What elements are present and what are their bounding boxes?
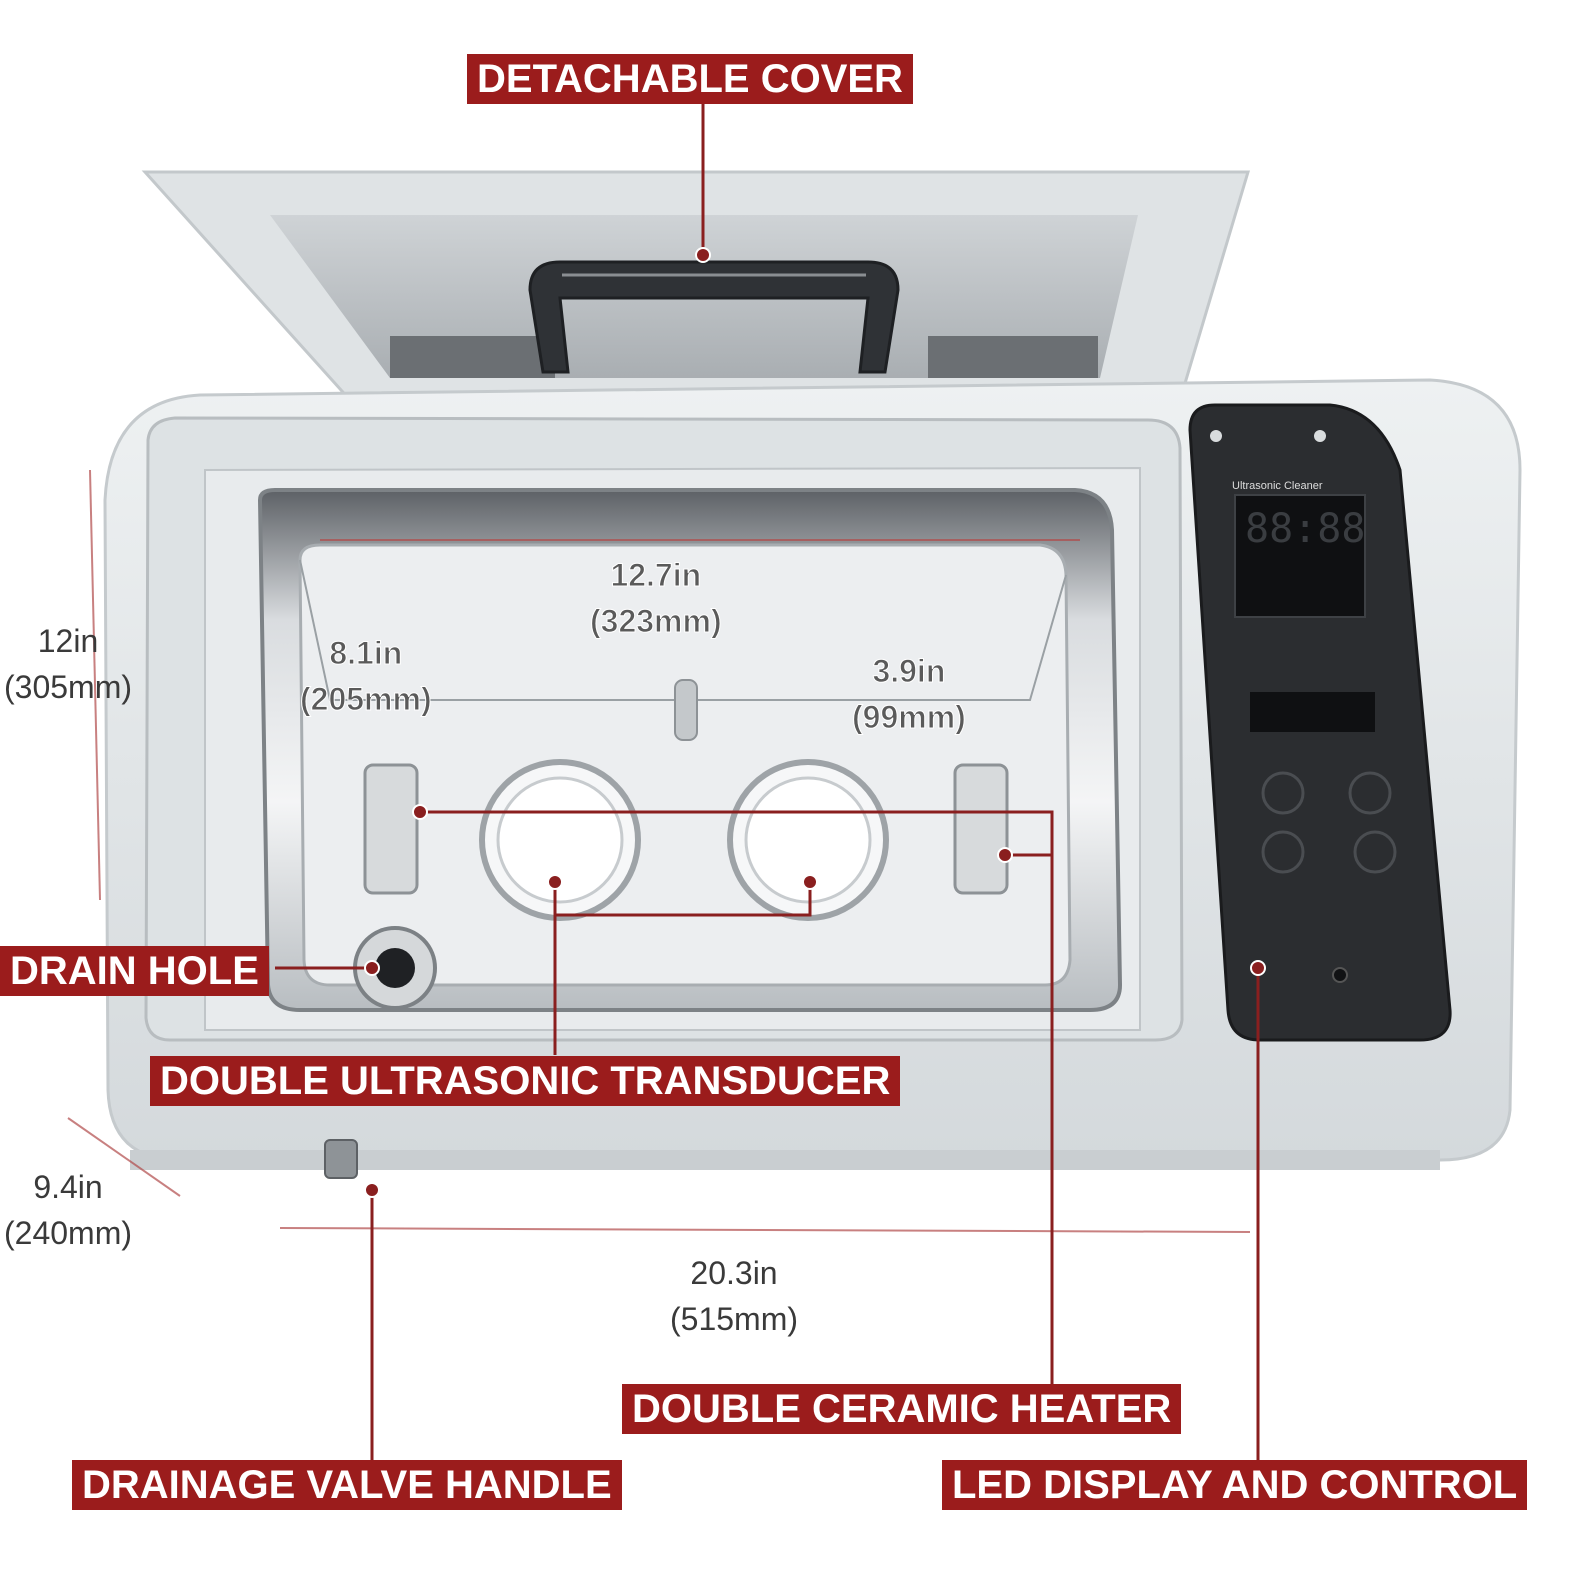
button-power (1261, 830, 1305, 874)
leader-lines (275, 103, 1260, 1475)
dim-tank-depth-in: 3.9in (872, 653, 946, 690)
dim-tank-length-mm: (323mm) (590, 603, 723, 640)
button-heater (1261, 771, 1305, 815)
panel-display-digits: 88:88 (1245, 506, 1366, 552)
button-time (1353, 830, 1397, 874)
label-drain-hole: DRAIN HOLE (0, 946, 269, 996)
dim-tank-width-in: 8.1in (329, 635, 403, 672)
dim-depth-in: 9.4in (33, 1169, 103, 1205)
dim-width-in: 20.3in (690, 1255, 778, 1291)
label-drainage-valve-handle: DRAINAGE VALVE HANDLE (72, 1460, 622, 1510)
label-double-ceramic-heater: DOUBLE CERAMIC HEATER (622, 1384, 1182, 1434)
dim-tank-length-in: 12.7in (610, 557, 702, 594)
detachable-cover (141, 170, 1251, 402)
cover-handle (528, 260, 900, 374)
led-display (1234, 494, 1366, 618)
label-led-display-and-control: LED DISPLAY AND CONTROL (942, 1460, 1528, 1510)
dim-tank-length: 12.7in (323mm) (590, 552, 723, 644)
dim-height-mm: (305mm) (4, 669, 133, 705)
dim-width-mm: (515mm) (670, 1301, 799, 1337)
transducer-right (727, 759, 889, 921)
dim-height-in: 12in (37, 623, 99, 659)
dim-width: 20.3in (515mm) (670, 1250, 798, 1342)
button-temp (1348, 771, 1392, 815)
dim-tank-width-mm: (205mm) (300, 681, 433, 718)
drain-hole (353, 926, 437, 1010)
leader-dots (364, 247, 1266, 1198)
control-panel (1188, 403, 1452, 1042)
transducer-left (479, 759, 641, 921)
drainage-valve-handle (324, 1139, 358, 1179)
dim-tank-depth: 3.9in (99mm) (852, 648, 967, 740)
label-double-ultrasonic-transducer: DOUBLE ULTRASONIC TRANSDUCER (150, 1056, 901, 1106)
label-detachable-cover: DETACHABLE COVER (467, 54, 913, 104)
timer-display (1250, 692, 1375, 732)
dim-tank-depth-mm: (99mm) (852, 699, 967, 736)
dim-depth-mm: (240mm) (4, 1215, 133, 1251)
dim-tank-width: 8.1in (205mm) (300, 630, 433, 722)
dim-height: 12in (305mm) (4, 618, 132, 710)
dimension-lines (67, 469, 1251, 1233)
panel-brand-text: Ultrasonic Cleaner (1232, 480, 1323, 492)
dim-depth: 9.4in (240mm) (4, 1164, 132, 1256)
